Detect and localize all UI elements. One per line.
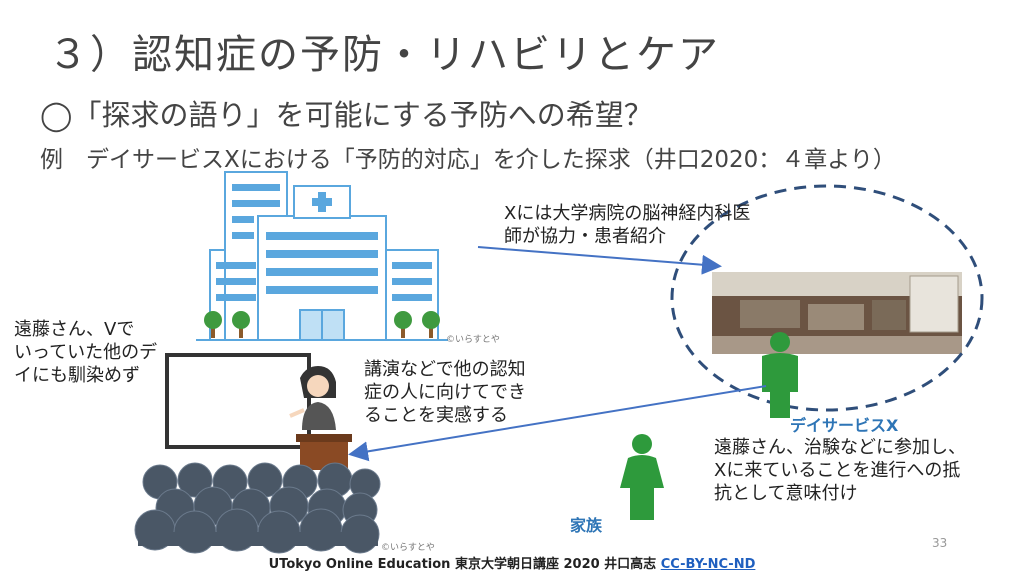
family-person-icon [620, 434, 664, 520]
hospital-note-line: Xには大学病院の脳神経内科医 [504, 203, 751, 224]
footer-text: UTokyo Online Education 東京大学朝日講座 2020 井口… [268, 557, 661, 572]
hospital-to-dayservice-arrow [477, 246, 722, 275]
lecture-note: 講演などで他の認知 症の人に向けてでき ることを実感する [364, 358, 554, 427]
page-number: 33 [932, 536, 948, 550]
slide-subtitle: ◯「探求の語り」を可能にする予防への希望？ [40, 98, 653, 132]
audience-credit: ©いらすとや [381, 543, 435, 553]
audience-illustration [134, 462, 381, 554]
hospital-note-line: 師が協力・患者紹介 [504, 226, 666, 247]
right-note-line: Xに来ていることを進行への抵 [714, 460, 961, 481]
lecture-note-line: ることを実感する [364, 405, 508, 426]
presentation-screen [165, 353, 311, 449]
hospital-illustration [196, 171, 448, 341]
slide-title: ３）認知症の予防・リハビリとケア [48, 32, 720, 78]
hospital-credit: ©いらすとや [446, 335, 500, 345]
dayservice-dashed-circle [670, 184, 984, 412]
lecture-note-line: 講演などで他の認知 [364, 359, 526, 380]
license-link[interactable]: CC-BY-NC-ND [660, 557, 756, 572]
slide-example: 例 デイサービスXにおける「予防的対応」を介した探求（井口2020：４章より） [40, 147, 896, 173]
person-icon [762, 332, 798, 418]
lecture-note-line: 症の人に向けてでき [364, 382, 526, 403]
left-note-line: 遠藤さん、Vで [14, 319, 135, 340]
right-note: 遠藤さん、治験などに参加し、 Xに来ていることを進行への抵 抗として意味付け [714, 436, 1014, 505]
dayservice-label: デイサービスX [790, 416, 899, 435]
dayservice-photo [712, 272, 962, 354]
family-label: 家族 [570, 516, 603, 535]
right-note-line: 遠藤さん、治験などに参加し、 [714, 437, 966, 458]
hospital-note: Xには大学病院の脳神経内科医 師が協力・患者紹介 [504, 202, 774, 248]
left-note-line: イにも馴染めず [14, 365, 140, 386]
lecturer-illustration [289, 366, 352, 470]
left-note: 遠藤さん、Vで いっていた他のデ イにも馴染めず [14, 318, 170, 387]
dayservice-to-lecture-arrow [348, 385, 767, 462]
left-note-line: いっていた他のデ [14, 342, 158, 363]
right-note-line: 抗として意味付け [714, 483, 858, 504]
footer: UTokyo Online Education 東京大学朝日講座 2020 井口… [0, 553, 1024, 572]
